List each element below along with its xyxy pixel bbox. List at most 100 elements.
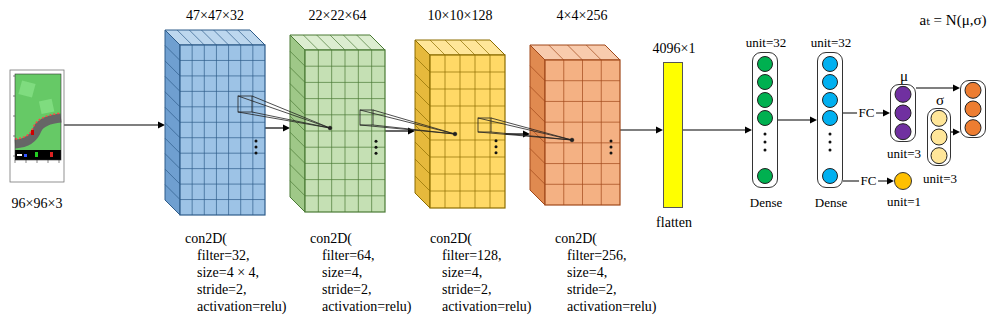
grid-line <box>415 159 430 174</box>
neuron <box>758 169 773 184</box>
ellipsis-dot <box>829 149 832 152</box>
grass-tile <box>18 80 35 97</box>
connector <box>683 127 752 134</box>
input-image: 96×96×3 <box>10 70 64 182</box>
fan-line <box>238 112 330 128</box>
neuron-column <box>928 109 950 165</box>
cube-drawing <box>415 40 505 208</box>
grid-line <box>252 45 253 215</box>
connector-line <box>778 119 811 120</box>
road <box>15 118 61 144</box>
cube-side <box>415 40 430 208</box>
layer-label: unit=3 <box>887 146 921 162</box>
layer-label: Dense <box>815 195 848 211</box>
grid-line <box>290 165 305 180</box>
grass <box>15 74 61 158</box>
connector <box>385 128 415 135</box>
layer-label: 47×47×32 <box>186 8 244 25</box>
layer-config: con2D( filter=256, size=4, stride=2, act… <box>555 230 657 315</box>
fan-yellow-orange <box>478 118 574 142</box>
layer-label: 4096×1 <box>653 41 696 58</box>
grid-line <box>586 45 601 60</box>
grid-line <box>415 57 430 72</box>
grid-line <box>530 128 545 143</box>
ellipsis-dot <box>829 133 832 136</box>
grid-line <box>545 101 620 102</box>
ellipsis-dot <box>495 139 498 142</box>
grid-line <box>165 92 180 107</box>
fan-blue-green <box>238 96 332 130</box>
arrow-head <box>953 129 960 136</box>
grid-line <box>460 55 461 208</box>
connector-line <box>385 130 409 131</box>
grid-line <box>530 86 545 101</box>
connector <box>64 122 165 129</box>
grid-line <box>240 45 241 215</box>
game-screenshot <box>10 70 64 182</box>
ellipsis-dot <box>255 146 258 149</box>
grid-line <box>204 45 205 215</box>
fan-line <box>238 96 330 128</box>
grid-line <box>549 45 564 60</box>
grid-line <box>165 154 180 169</box>
grid-line <box>180 122 265 123</box>
grid-line <box>305 98 385 99</box>
grid-line <box>216 45 217 215</box>
fan-line <box>373 125 455 134</box>
connector-line <box>683 129 746 130</box>
ellipsis-dot <box>764 141 767 144</box>
grid-line <box>180 199 265 200</box>
layer-label: unit=3 <box>923 171 957 187</box>
grid-line <box>582 60 583 205</box>
grid-line <box>490 55 491 208</box>
layer-label: unit=32 <box>746 35 787 51</box>
grid-line <box>430 123 505 124</box>
indicator <box>50 152 53 157</box>
neuron <box>965 101 981 117</box>
ellipsis-dot <box>495 151 498 154</box>
config-line: size=4, <box>310 264 412 281</box>
config-line: stride=2, <box>185 281 287 298</box>
status-bar <box>15 150 61 160</box>
grid-line <box>357 35 372 50</box>
grid-line <box>177 30 192 45</box>
curb <box>15 113 61 139</box>
neuron <box>823 93 838 108</box>
layer-label: μ <box>900 67 908 85</box>
config-line: size=4, <box>430 264 532 281</box>
ellipsis-dot <box>375 152 378 155</box>
sigma-layer: σunit=3 <box>927 108 951 166</box>
dense-layer: unit=32Dense <box>817 52 843 188</box>
arrow-head <box>883 110 890 117</box>
grid-line <box>180 137 265 138</box>
connector <box>916 85 960 92</box>
grid-line <box>330 35 345 50</box>
config-line: stride=2, <box>430 281 532 298</box>
layer-label: 96×96×3 <box>12 196 63 213</box>
grid-line <box>165 138 180 153</box>
grid-line <box>445 55 446 208</box>
conv-block: 47×47×32con2D( filter=32, size=4 × 4, st… <box>165 30 265 215</box>
connector-line <box>64 124 159 125</box>
tick <box>59 160 60 163</box>
config-line: con2D( <box>185 230 287 247</box>
ellipsis-dot <box>375 140 378 143</box>
cube-drawing <box>290 35 385 212</box>
fan-line <box>360 110 455 134</box>
neuron <box>895 124 911 140</box>
grid-line <box>165 169 180 184</box>
config-line: size=4, <box>555 264 657 281</box>
layer-label: flatten <box>656 215 692 232</box>
fan-line <box>360 125 455 134</box>
grid-line <box>430 89 505 90</box>
grid-line <box>475 55 476 208</box>
cube-side <box>290 35 305 212</box>
ellipsis-dot <box>829 141 832 144</box>
arrow-head <box>656 127 663 134</box>
cube-drawing <box>165 30 265 215</box>
grid-line <box>563 60 564 205</box>
grid-line <box>180 75 265 76</box>
grid-line <box>430 174 505 175</box>
